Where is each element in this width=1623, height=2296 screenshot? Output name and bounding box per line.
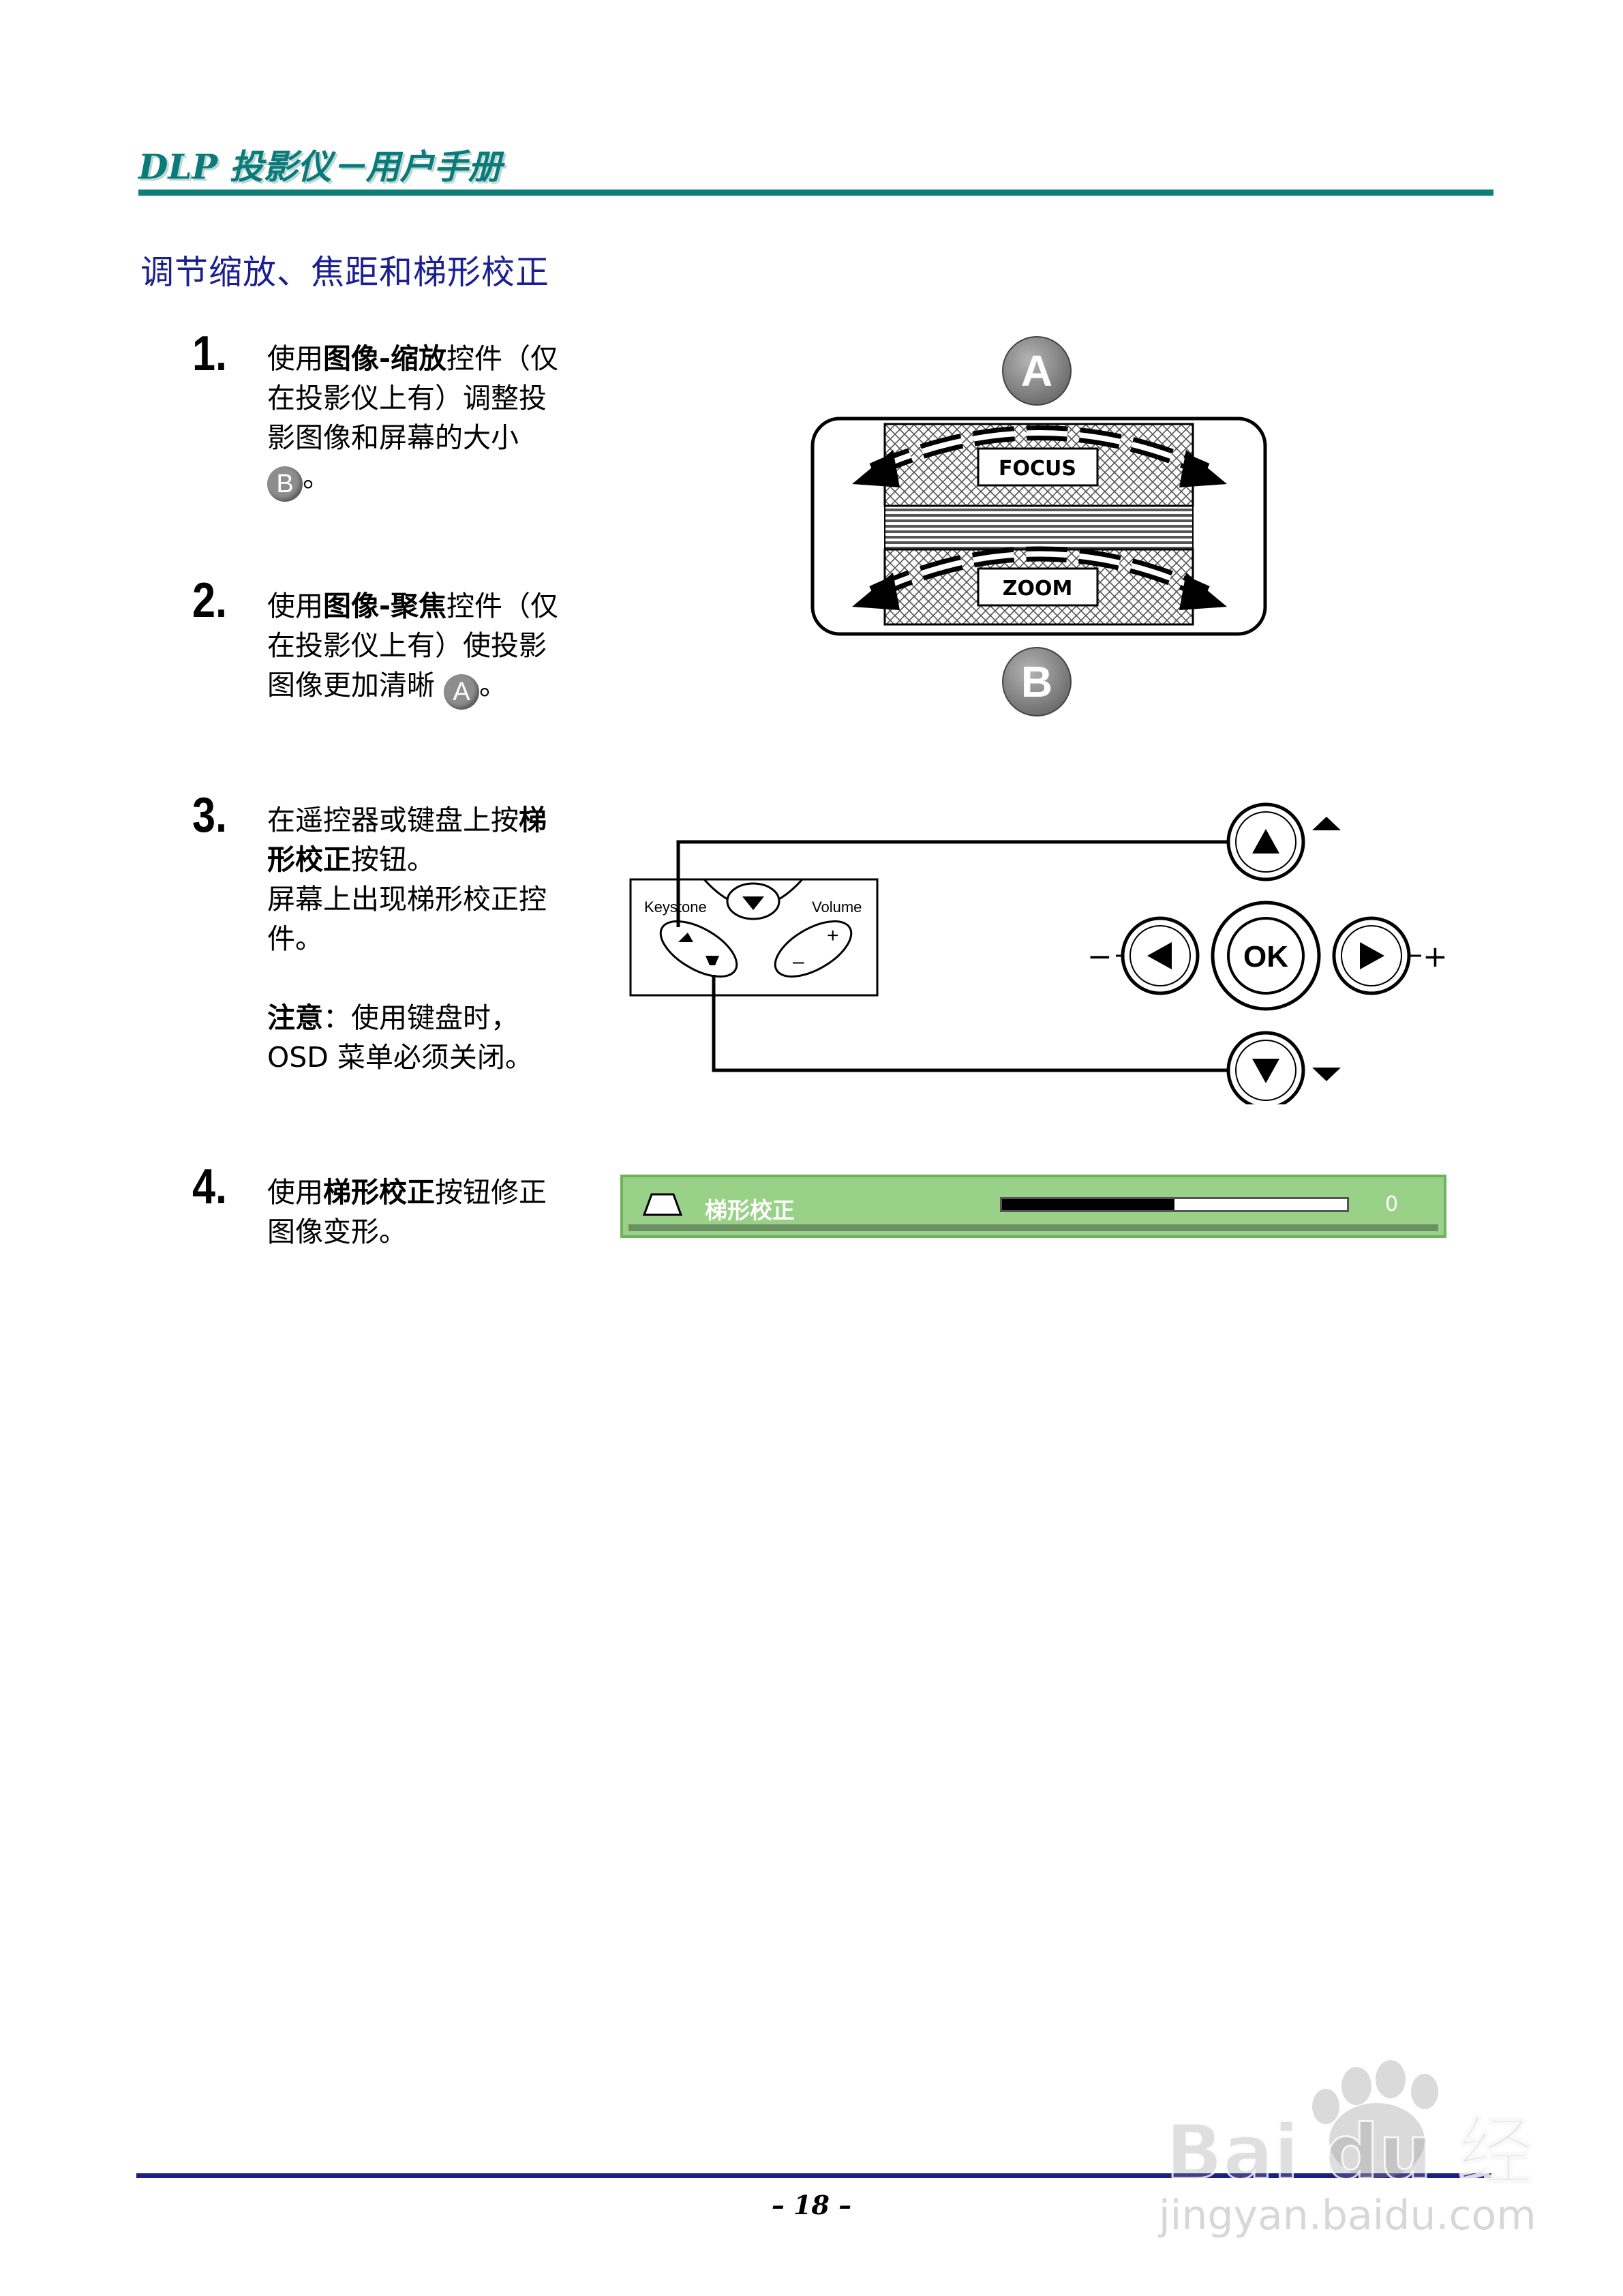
step-2-line-3: 图像更加清晰 A。 [267,665,558,710]
step-1-line-3: 影图像和屏幕的大小 [267,421,519,454]
left-arrow-icon [1147,942,1172,969]
step-4-line-1: 使用梯形校正按钮修正 [267,1176,547,1209]
up-arrow-icon [1252,829,1279,854]
step-3-line-1: 在遥控器或键盘上按梯 [267,804,547,836]
ok-button[interactable] [1227,917,1305,995]
down-arrow-icon [1252,1059,1279,1083]
step-4-line-2: 图像变形。 [267,1215,407,1248]
ok-label: OK [1243,940,1288,973]
plus-label: + [1423,939,1448,974]
step-2-text: 使用图像-聚焦控件（仅 在投影仪上有）使投影 图像更加清晰 A。 [267,586,558,710]
keystone-label: Keystone [644,898,707,916]
keystone-up-indicator-icon [1312,817,1341,830]
step-2-number: 2. [192,573,228,628]
baidu-watermark-logo: Bai du 经验 [1165,2060,1534,2195]
step-4-number: 4. [192,1160,228,1214]
baidu-watermark-text: Bai du 经验 [1166,2109,1534,2195]
step-4-text: 使用梯形校正按钮修正 图像变形。 [267,1173,547,1252]
step-3-number: 3. [192,788,228,843]
keystone-rocker-button[interactable] [652,910,745,988]
osd-keystone-value: 0 [1385,1192,1399,1216]
badge-a-diagram-label: A [1021,346,1052,395]
header-rule [138,190,1493,196]
step-2-line-1: 使用图像-聚焦控件（仅 [267,590,559,622]
keystone-trapezoid-icon [642,1193,683,1216]
osd-keystone-slider[interactable] [1000,1197,1349,1212]
osd-keystone-slider-fill [1002,1199,1174,1210]
osd-keystone-label: 梯形校正 [705,1197,795,1224]
step-1-text: 使用图像-缩放控件（仅 在投影仪上有）调整投 影图像和屏幕的大小 B。 [267,339,558,502]
focus-label: FOCUS [999,457,1076,481]
step-3-text: 在遥控器或键盘上按梯 形校正按钮。 屏幕上出现梯形校正控 件。 注意：使用键盘时… [267,800,547,1077]
badge-a-icon: A [444,674,480,710]
keystone-up-connector [676,840,1229,927]
lens-barrel [884,505,1194,550]
keystone-down-indicator-icon [1312,1068,1341,1081]
osd-bottom-strip [628,1224,1438,1231]
baidu-watermark-url: jingyan.baidu.com [1159,2192,1536,2239]
badge-b-diagram-icon [1002,647,1072,716]
zoom-label: ZOOM [1003,577,1073,601]
keystone-up-icon [678,933,693,942]
step-3-note-line-2: OSD 菜单必须关闭。 [267,1041,533,1074]
page-number: – 18 – [771,2190,852,2220]
badge-a-diagram-icon [1002,336,1072,406]
lens-control-diagram: FOCUS ZOOM A B [810,336,1267,716]
focus-label-box [977,447,1099,487]
volume-minus-icon: – [793,950,804,973]
badge-b-diagram-label: B [1021,657,1052,706]
section-title: 调节缩放、焦距和梯形校正 [140,253,550,292]
step-3-line-2: 形校正按钮。 [267,843,435,876]
keystone-down-icon [706,956,719,965]
volume-label: Volume [812,898,862,916]
keystone-keypad-diagram: Keystone Volume + – OK − + [629,802,1448,1104]
zoom-label-box [977,567,1099,607]
step-3-line-4: 件。 [267,922,323,955]
volume-rocker-button[interactable] [766,910,860,988]
keystone-down-connector [712,975,1229,1072]
step-1-line-4: B。 [267,457,558,502]
footer-rule [136,2173,1491,2178]
step-1-number: 1. [192,327,228,381]
header-title: DLP 投影仪－用户手册 [138,147,502,187]
badge-b-icon: B [267,466,303,502]
volume-plus-icon: + [827,924,839,947]
step-3-note-line-1: 注意：使用键盘时， [267,1001,519,1034]
step-2-line-2: 在投影仪上有）使投影 [267,629,547,662]
triangle-down-icon [742,896,764,910]
right-arrow-icon [1360,942,1384,969]
osd-keystone-bar: 梯形校正 0 [620,1175,1446,1238]
step-1-line-1: 使用图像-缩放控件（仅 [267,342,559,375]
minus-label: − [1087,939,1112,974]
step-1-line-2: 在投影仪上有）调整投 [267,382,547,414]
step-3-line-3: 屏幕上出现梯形校正控 [267,883,547,916]
